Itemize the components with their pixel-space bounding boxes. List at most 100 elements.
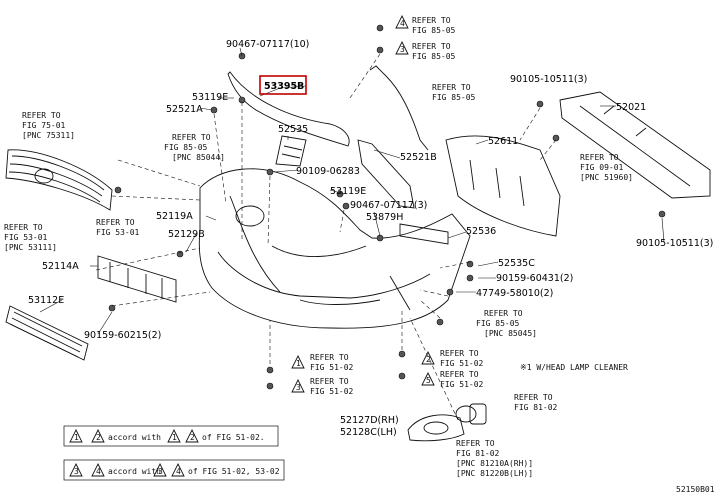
- marker-5102-a: 1: [296, 359, 301, 368]
- part-90105-bot: 90105-10511(3): [636, 238, 713, 249]
- part-52021: 52021: [616, 102, 646, 113]
- legend-box-2: 3 4 accord with 3 4 of FIG 51-02, 53-02: [63, 459, 285, 481]
- ref-fig0901-line2: FIG 09-01: [580, 163, 624, 172]
- headlamp-note: ※1 W/HEAD LAMP CLEANER: [520, 363, 628, 372]
- bracket-52536: [399, 223, 449, 245]
- lower-grille: [5, 305, 89, 361]
- legend2-text: accord with: [108, 467, 161, 476]
- legend2-m4: 4: [96, 467, 101, 476]
- ref-fig5301-a-line3: [PNC 53111]: [4, 243, 57, 252]
- retainer-52521b: [357, 139, 415, 209]
- part-52128c: 52128C(LH): [340, 427, 397, 438]
- reinforcement-52021: [559, 91, 711, 199]
- absorber-52114a: [97, 255, 177, 303]
- ref-8102-a-line1: REFER TO: [514, 393, 553, 402]
- part-52521b: 52521B: [400, 152, 437, 163]
- ref-8102-b-line1: REFER TO: [456, 439, 495, 448]
- ref-8102-a-line2: FIG 81-02: [514, 403, 558, 412]
- ref-fig0901-line1: REFER TO: [580, 153, 619, 162]
- part-52536: 52536: [466, 226, 496, 237]
- ref-x1-8505b-line3: [PNC 85045]: [484, 329, 537, 338]
- part-52129b: 52129B: [168, 229, 205, 240]
- ref-5102-d-line1: REFER TO: [440, 370, 479, 379]
- part-53395b: 53395B: [264, 81, 304, 92]
- ref-5102-b-line2: FIG 51-02: [440, 359, 484, 368]
- ref-5102-b: REFER TO FIG 51-02: [440, 349, 484, 368]
- marker-top1: 4: [400, 19, 405, 28]
- ref-top2-line1: REFER TO: [412, 42, 451, 51]
- part-90105-top: 90105-10511(3): [510, 74, 587, 85]
- ref-x1-8505-line2: FIG 85-05: [164, 143, 208, 152]
- bumper-cover: [198, 168, 471, 329]
- highlight-box: [259, 75, 307, 95]
- ref-fig7501-line2: FIG 75-01: [22, 121, 66, 130]
- part-52535: 52535: [278, 124, 308, 135]
- retainer-52535: [275, 135, 307, 167]
- leader-lines: [39, 47, 665, 421]
- ref-x1-8505b-line1: REFER TO: [484, 309, 523, 318]
- ref-top1-line1: REFER TO: [412, 16, 451, 25]
- ref-5102-d: REFER TO FIG 51-02: [440, 370, 484, 389]
- marker-5102-d: 5: [426, 376, 431, 385]
- diagram-id: 52150B01: [676, 485, 715, 494]
- ref-x1-8505-line1: REFER TO: [172, 133, 211, 142]
- ref-top3: REFER TO FIG 85-05: [432, 83, 476, 102]
- ref-fig5301-a-line1: REFER TO: [4, 223, 43, 232]
- ref-top1: REFER TO FIG 85-05: [412, 16, 456, 35]
- warning-markers: 4 3 1 2 3 5: [291, 14, 435, 393]
- ref-x1-8505: REFER TO FIG 85-05 [PNC 85044]: [164, 133, 225, 162]
- part-90159-r: 90159-60431(2): [496, 273, 573, 284]
- part-52127d: 52127D(RH): [340, 415, 399, 426]
- part-53119e-mid: 53119E: [330, 186, 366, 197]
- ref-5102-a-line1: REFER TO: [310, 353, 349, 362]
- ref-8102-a: REFER TO FIG 81-02: [514, 393, 558, 412]
- fasteners: [108, 24, 666, 390]
- legend1-m2b: 2: [190, 433, 195, 442]
- legend1-text: accord with: [108, 433, 161, 442]
- ref-5102-d-line2: FIG 51-02: [440, 380, 484, 389]
- legend1-tail: of FIG 51-02.: [202, 433, 265, 442]
- legend1-m1b: 1: [172, 433, 177, 442]
- legend2-tail: of FIG 51-02, 53-02: [188, 467, 280, 476]
- ref-fig7501: REFER TO FIG 75-01 [PNC 75311]: [22, 111, 75, 140]
- ref-x1-8505-line3: [PNC 85044]: [172, 153, 225, 162]
- fog-lamp: [455, 403, 487, 425]
- legend2-m4b: 4: [176, 467, 181, 476]
- ref-8102-b-line2: FIG 81-02: [456, 449, 500, 458]
- fog-cover-52127d: [407, 414, 465, 442]
- ref-top1-line2: FIG 85-05: [412, 26, 456, 35]
- cleaner-hose: [369, 65, 429, 151]
- part-52119a: 52119A: [156, 211, 193, 222]
- ref-fig7501-line1: REFER TO: [22, 111, 61, 120]
- part-52114a: 52114A: [42, 261, 79, 272]
- ref-5102-a-line2: FIG 51-02: [310, 363, 354, 372]
- ref-fig5301-b-line2: FIG 53-01: [96, 228, 140, 237]
- ref-5102-a: REFER TO FIG 51-02: [310, 353, 354, 372]
- part-52535c: 52535C: [498, 258, 535, 269]
- ref-8102-b-line4: [PNC 81220B(LH)]: [456, 469, 533, 478]
- ref-5102-c-line2: FIG 51-02: [310, 387, 354, 396]
- part-90467-mid: 90467-07117(3): [350, 200, 427, 211]
- ref-fig0901-line3: [PNC 51960]: [580, 173, 633, 182]
- marker-top2: 3: [400, 45, 405, 54]
- legend1-m1: 1: [74, 433, 79, 442]
- part-53119e-top: 53119E: [192, 92, 228, 103]
- ref-fig7501-line3: [PNC 75311]: [22, 131, 75, 140]
- ref-fig0901: REFER TO FIG 09-01 [PNC 51960]: [580, 153, 633, 182]
- ref-8102-b: REFER TO FIG 81-02 [PNC 81210A(RH)] [PNC…: [456, 439, 533, 478]
- ref-5102-c-line1: REFER TO: [310, 377, 349, 386]
- part-53879h: 53879H: [366, 212, 403, 223]
- marker-5102-c: 3: [296, 383, 301, 392]
- ref-5102-c: REFER TO FIG 51-02: [310, 377, 354, 396]
- ref-fig5301-b: REFER TO FIG 53-01: [96, 218, 140, 237]
- ref-top3-line2: FIG 85-05: [432, 93, 476, 102]
- absorber-52611: [445, 135, 561, 237]
- ref-top2-line2: FIG 85-05: [412, 52, 456, 61]
- ref-top2: REFER TO FIG 85-05: [412, 42, 456, 61]
- part-90109: 90109-06283: [296, 166, 360, 177]
- part-47749: 47749-58010(2): [476, 288, 553, 299]
- legend2-m3b: 3: [158, 467, 163, 476]
- ref-x1-8505b: REFER TO FIG 85-05 [PNC 85045]: [476, 309, 537, 338]
